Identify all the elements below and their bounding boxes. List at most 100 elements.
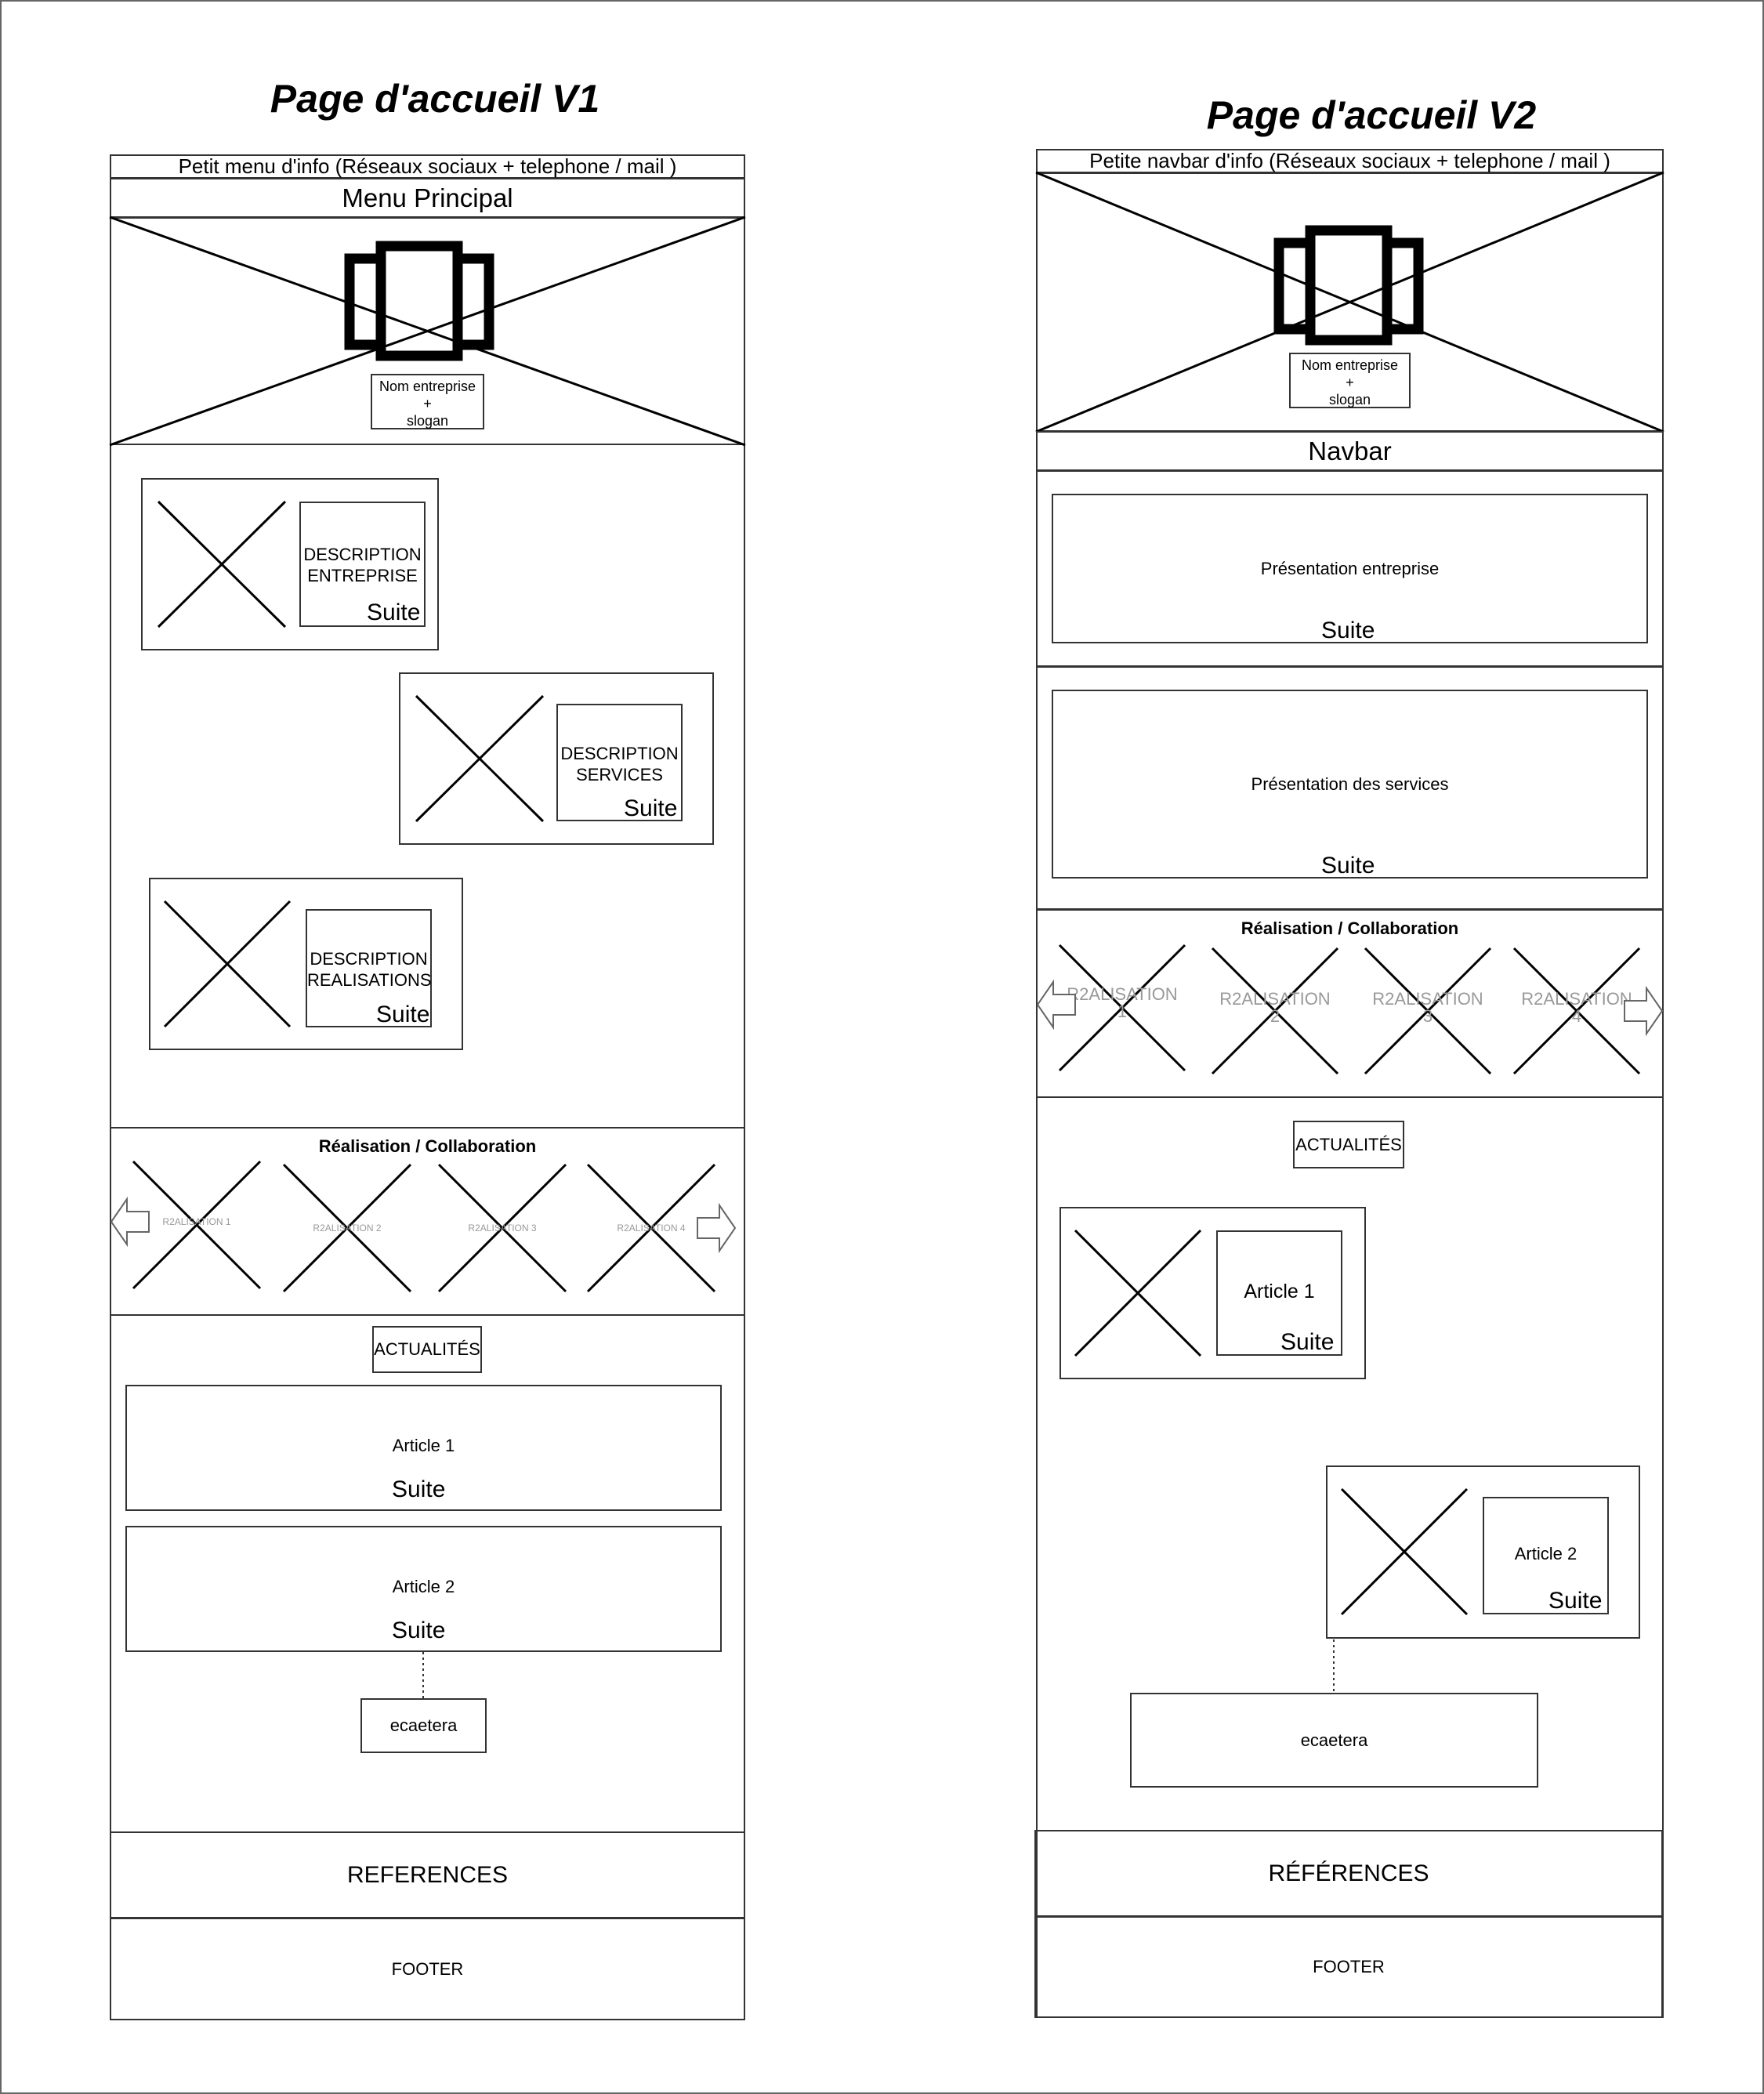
v1-article-2-suite-label: Suite — [392, 1618, 446, 1643]
v2-carousel-item-3-line-2: 3 — [1422, 1006, 1433, 1026]
v2-article-1-title: Article 1 — [1244, 1281, 1315, 1302]
v1-block-realisations — [149, 878, 463, 1050]
v1-carousel-item-1-image-icon — [132, 1160, 262, 1290]
v1-article-1-title: Article 1 — [392, 1436, 455, 1455]
v2-carousel-item-1-label: R2ALISATION 1 — [1059, 986, 1185, 1020]
v1-block-realisations-text: DESCRIPTION REALISATIONS — [306, 909, 432, 1027]
v2-references: RÉFÉRENCES — [1034, 1830, 1663, 1917]
v1-carousel — [110, 1127, 745, 1316]
v2-carousel-item-1-image-icon — [1058, 944, 1186, 1072]
v1-carousel-prev-arrow-icon[interactable] — [110, 1196, 150, 1248]
v1-article-2-suite-button[interactable]: Suite — [386, 1618, 451, 1647]
v1-hero-image — [110, 217, 745, 445]
v2-news-title-label: ACTUALITÉS — [1295, 1134, 1402, 1154]
v1-hero-caption-line-2: + — [423, 396, 432, 411]
v1-article-1-suite-button[interactable]: Suite — [386, 1476, 451, 1505]
v2-etc-label: ecaetera — [1300, 1730, 1368, 1750]
v1-footer-label: FOOTER — [391, 1958, 464, 1979]
v2-footer-label: FOOTER — [1313, 1957, 1385, 1976]
v1-carousel-item-2-image-icon — [282, 1163, 412, 1293]
v2-presentation-services-suite-button[interactable]: Suite — [1316, 853, 1380, 882]
v2-presentation-entreprise-suite-button[interactable]: Suite — [1316, 618, 1380, 647]
v1-block-services-image-icon — [415, 694, 545, 823]
v1-block-realisations-suite-label: Suite — [376, 1002, 430, 1027]
v1-carousel-item-4-image-icon — [586, 1163, 716, 1293]
v1-hero-caption-line-1: Nom entreprise — [379, 379, 476, 394]
v2-carousel-prev-arrow-icon[interactable] — [1036, 979, 1077, 1031]
v1-article-1 — [125, 1385, 722, 1511]
v2-navbar-label: Navbar — [1308, 436, 1392, 466]
v2-carousel-item-2-image-icon — [1211, 947, 1339, 1075]
v1-carousel-item-4-label: R2ALISATION 4 — [617, 1223, 686, 1234]
v1-etc-box: ecaetera — [360, 1698, 487, 1753]
v2-article-2-image-icon — [1340, 1487, 1469, 1616]
v2-hero-caption-line-2: + — [1346, 375, 1354, 390]
v2-carousel-next-arrow-icon[interactable] — [1623, 985, 1664, 1037]
v2-etc-connector — [1333, 1639, 1335, 1694]
v2-presentation-services-suite-label: Suite — [1321, 853, 1375, 879]
v1-block-entreprise-suite-label: Suite — [367, 600, 421, 625]
v2-presentation-services-title: Présentation des services — [1251, 774, 1449, 794]
v2-news-title: ACTUALITÉS — [1293, 1121, 1404, 1168]
v1-etc-label: ecaetera — [389, 1715, 458, 1735]
v1-block-entreprise-suite-button[interactable]: Suite — [361, 600, 426, 629]
v2-presentation-entreprise-title: Présentation entreprise — [1260, 559, 1440, 578]
v2-carousel-title: Réalisation / Collaboration — [1241, 918, 1459, 938]
v2-article-2-title: Article 2 — [1514, 1544, 1577, 1563]
v2-carousel-item-3-image-icon — [1364, 947, 1492, 1075]
v2-hero-caption-line-3: slogan — [1328, 392, 1371, 408]
v1-references-label: REFERENCES — [346, 1861, 509, 1888]
v2-carousel-item-4-line-2: 4 — [1571, 1006, 1582, 1026]
v1-references: REFERENCES — [110, 1831, 745, 1918]
v1-block-entreprise-line-1: DESCRIPTION — [303, 545, 422, 564]
v2-carousel-item-2-line-2: 2 — [1270, 1006, 1280, 1026]
v1-block-entreprise-text: DESCRIPTION ENTREPRISE — [299, 502, 426, 627]
v1-block-services-text: DESCRIPTION SERVICES — [556, 704, 683, 821]
v1-carousel-next-arrow-icon[interactable] — [696, 1202, 737, 1254]
v2-hero-logo-icon — [1273, 225, 1424, 346]
v2-carousel — [1036, 909, 1664, 1098]
v2-carousel-item-4-line-1: R2ALISATION — [1521, 989, 1632, 1009]
v1-block-realisations-line-1: DESCRIPTION — [310, 949, 428, 969]
v2-etc-box: ecaetera — [1130, 1693, 1538, 1788]
v2-info-bar: Petite navbar d'info (Réseaux sociaux + … — [1036, 149, 1664, 173]
v2-article-1-image-icon — [1074, 1229, 1202, 1357]
v1-carousel-title: Réalisation / Collaboration — [318, 1136, 537, 1156]
v1-info-bar-label: Petit menu d'info (Réseaux sociaux + tel… — [178, 154, 677, 178]
v1-hero-caption: Nom entreprise + slogan — [371, 374, 484, 429]
v1-title: Page d'accueil V1 — [270, 77, 600, 121]
v1-article-1-suite-label: Suite — [392, 1476, 446, 1502]
v1-block-services-suite-label: Suite — [624, 795, 678, 821]
v1-hero-cross-icon — [109, 216, 746, 447]
v2-footer: FOOTER — [1034, 1916, 1663, 2018]
v2-article-1-suite-label: Suite — [1280, 1329, 1335, 1355]
v2-navbar: Navbar — [1036, 431, 1664, 471]
v1-article-2-title: Article 2 — [392, 1577, 455, 1596]
v1-block-entreprise-image-icon — [157, 500, 287, 629]
v2-article-2-suite-label: Suite — [1548, 1588, 1603, 1614]
v1-carousel-item-3-image-icon — [437, 1163, 567, 1293]
v1-news-title: ACTUALITÉS — [372, 1326, 482, 1373]
v2-carousel-item-1-line-2: 1 — [1117, 1002, 1128, 1021]
v2-article-1 — [1059, 1207, 1366, 1379]
v2-hero-cross-icon — [1035, 171, 1664, 433]
v1-article-2 — [125, 1526, 722, 1652]
v2-carousel-item-1-line-1: R2ALISATION — [1067, 984, 1178, 1004]
v2-article-2-suite-button[interactable]: Suite — [1543, 1588, 1607, 1617]
v2-article-1-suite-button[interactable]: Suite — [1275, 1329, 1339, 1358]
v1-hero-caption-line-3: slogan — [406, 413, 449, 429]
v1-block-services-suite-button[interactable]: Suite — [618, 795, 683, 824]
v1-block-services-line-2: SERVICES — [576, 765, 663, 784]
v1-block-realisations-suite-button[interactable]: Suite — [371, 1002, 435, 1031]
v1-block-realisations-line-2: REALISATIONS — [307, 970, 432, 990]
v2-article-2-text — [1483, 1497, 1609, 1614]
v1-main-menu: Menu Principal — [110, 178, 745, 218]
v2-article-2 — [1326, 1465, 1640, 1639]
v2-carousel-item-3-line-1: R2ALISATION — [1372, 989, 1483, 1009]
v2-hero-caption: Nom entreprise + slogan — [1289, 353, 1411, 408]
v1-main-menu-label: Menu Principal — [342, 183, 513, 212]
v2-carousel-item-3-label: R2ALISATION 3 — [1365, 991, 1491, 1025]
v1-block-services — [399, 672, 714, 845]
